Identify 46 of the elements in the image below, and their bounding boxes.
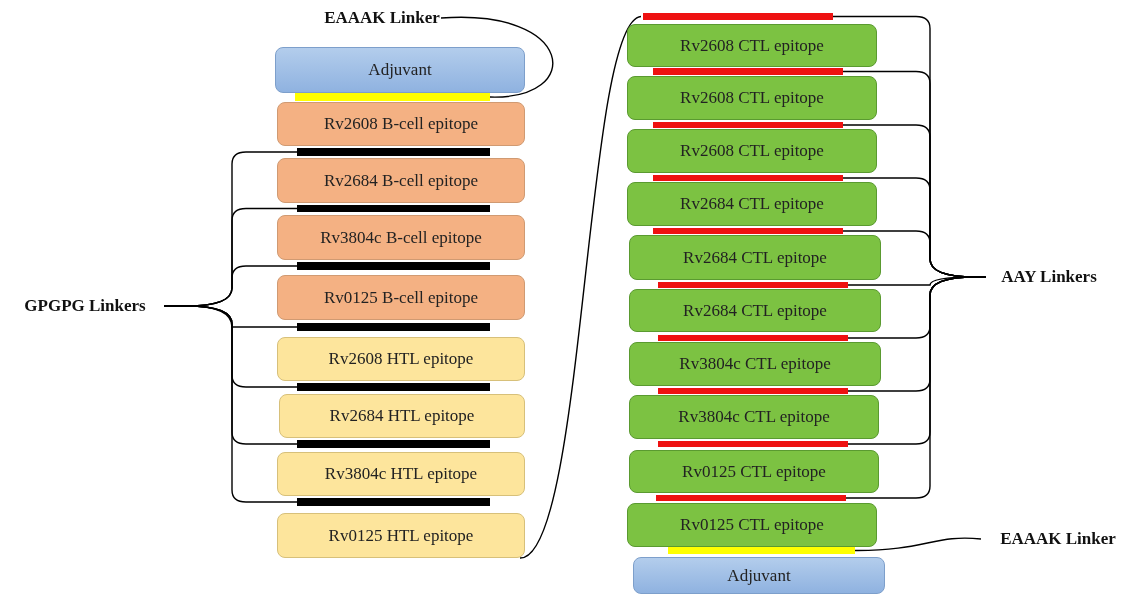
epitope-box: Rv2608 CTL epitope bbox=[627, 129, 877, 173]
linker-bar bbox=[668, 547, 855, 554]
epitope-box: Rv3804c B-cell epitope bbox=[277, 215, 525, 260]
epitope-box: Rv2684 CTL epitope bbox=[627, 182, 877, 226]
epitope-box: Rv2684 CTL epitope bbox=[629, 235, 881, 280]
linker-bar bbox=[297, 383, 490, 391]
linker-bar bbox=[653, 175, 843, 181]
linker-bar bbox=[297, 148, 490, 156]
linker-bar bbox=[297, 498, 490, 506]
epitope-box: Rv3804c CTL epitope bbox=[629, 342, 881, 386]
adjuvant-box: Adjuvant bbox=[275, 47, 525, 93]
leader-line bbox=[440, 16, 554, 98]
epitope-box: Rv2608 HTL epitope bbox=[277, 337, 525, 381]
leader-line bbox=[519, 15, 642, 559]
linker-bar bbox=[658, 335, 848, 341]
epitope-box: Rv2608 B-cell epitope bbox=[277, 102, 525, 146]
epitope-box: Rv0125 HTL epitope bbox=[277, 513, 525, 558]
epitope-box: Rv2684 HTL epitope bbox=[279, 394, 525, 438]
linker-bar bbox=[643, 13, 833, 20]
linker-bar bbox=[653, 228, 843, 234]
linker-label: EAAAK Linker bbox=[325, 6, 439, 30]
epitope-box: Rv2608 CTL epitope bbox=[627, 76, 877, 120]
epitope-box: Rv2684 B-cell epitope bbox=[277, 158, 525, 203]
epitope-box: Rv2608 CTL epitope bbox=[627, 24, 877, 67]
epitope-box: Rv0125 B-cell epitope bbox=[277, 275, 525, 320]
epitope-box: Rv3804c CTL epitope bbox=[629, 395, 879, 439]
linker-bar bbox=[658, 388, 848, 394]
bracket-leader bbox=[163, 305, 298, 503]
linker-bar bbox=[658, 441, 848, 447]
epitope-box: Rv0125 CTL epitope bbox=[627, 503, 877, 547]
linker-bar bbox=[653, 122, 843, 128]
linker-label: EAAAK Linker bbox=[983, 527, 1133, 551]
linker-label: GPGPG Linkers bbox=[8, 294, 162, 318]
epitope-box: Rv2684 CTL epitope bbox=[629, 289, 881, 332]
linker-bar bbox=[297, 262, 490, 270]
linker-bar bbox=[297, 205, 490, 212]
linker-label: AAY Linkers bbox=[988, 265, 1110, 289]
linker-bar bbox=[295, 93, 490, 101]
linker-bar bbox=[656, 495, 846, 501]
adjuvant-box: Adjuvant bbox=[633, 557, 885, 594]
linker-bar bbox=[297, 440, 490, 448]
epitope-box: Rv0125 CTL epitope bbox=[629, 450, 879, 493]
linker-bar bbox=[658, 282, 848, 288]
linker-bar bbox=[297, 323, 490, 331]
linker-bar bbox=[653, 68, 843, 75]
epitope-box: Rv3804c HTL epitope bbox=[277, 452, 525, 496]
